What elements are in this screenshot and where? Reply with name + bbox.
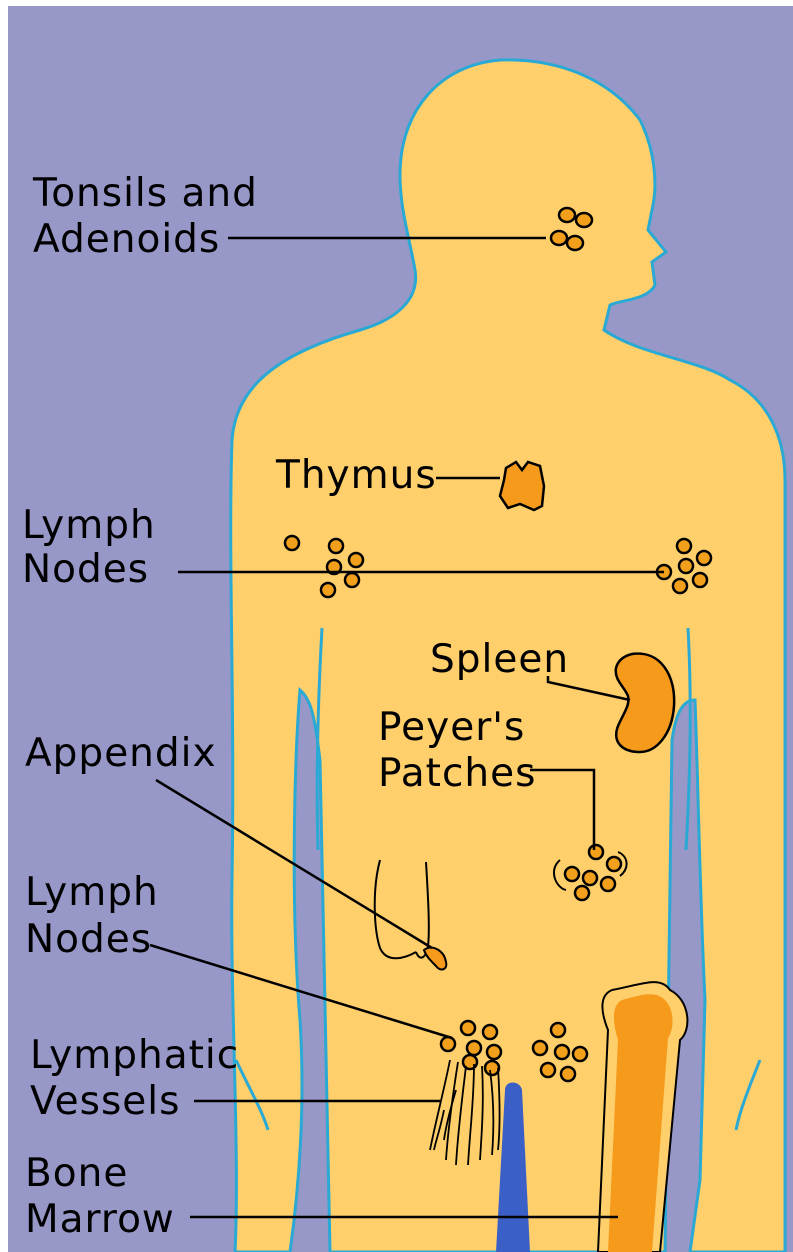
lymph-node: [555, 1045, 569, 1059]
tonsil-node: [559, 208, 575, 222]
lymph-nodes-upper-label-line2: Nodes: [22, 547, 149, 592]
lymph-node: [551, 1023, 565, 1037]
lymph-node: [679, 559, 693, 573]
tonsils-label-line2: Adenoids: [33, 217, 220, 262]
lymph-node: [349, 553, 363, 567]
lymph-node: [673, 579, 687, 593]
peyers-patch-node: [565, 867, 579, 881]
peyers-patch-node: [607, 857, 621, 871]
lymph-nodes-upper-label-line1: Lymph: [22, 503, 156, 548]
lymph-node: [441, 1037, 455, 1051]
lymph-node: [697, 551, 711, 565]
lymph-node: [541, 1063, 555, 1077]
lymph-node: [693, 573, 707, 587]
peyers-patch-node: [601, 877, 615, 891]
lymph-node: [533, 1041, 547, 1055]
lymph-node: [329, 539, 343, 553]
lymph-nodes-lower-label-line1: Lymph: [25, 870, 159, 915]
lymphatic-vessels-label-line2: Vessels: [30, 1079, 180, 1124]
bone-marrow-label-line1: Bone: [25, 1151, 128, 1196]
peyers-patch-node: [575, 886, 589, 900]
thymus-label: Thymus: [275, 453, 437, 498]
thymus-organ: [500, 462, 544, 510]
peyers-patches-label-line1: Peyer's: [378, 705, 525, 750]
tonsil-node: [576, 213, 592, 227]
appendix-label: Appendix: [25, 731, 217, 776]
lymph-node: [677, 539, 691, 553]
tonsil-node: [551, 231, 567, 245]
lymph-node: [461, 1021, 475, 1035]
lymph-node: [321, 583, 335, 597]
lymph-node: [467, 1041, 481, 1055]
lymph-node: [561, 1067, 575, 1081]
spleen-label: Spleen: [430, 637, 569, 682]
lymph-nodes-lower-label-line2: Nodes: [25, 917, 152, 962]
tonsil-node: [567, 236, 583, 250]
tonsils-label-line1: Tonsils and: [32, 171, 258, 216]
peyers-patch-node: [589, 845, 603, 859]
lymph-node: [573, 1047, 587, 1061]
lymphatic-vessels-label-line1: Lymphatic: [30, 1033, 239, 1078]
lymph-node: [487, 1045, 501, 1059]
lymph-node: [285, 536, 299, 550]
peyers-patch-node: [583, 871, 597, 885]
lymph-node: [345, 573, 359, 587]
lymph-node: [483, 1025, 497, 1039]
bone-marrow-label-line2: Marrow: [25, 1197, 175, 1242]
lymph-node: [485, 1061, 499, 1075]
peyers-patches-label-line2: Patches: [378, 751, 536, 796]
